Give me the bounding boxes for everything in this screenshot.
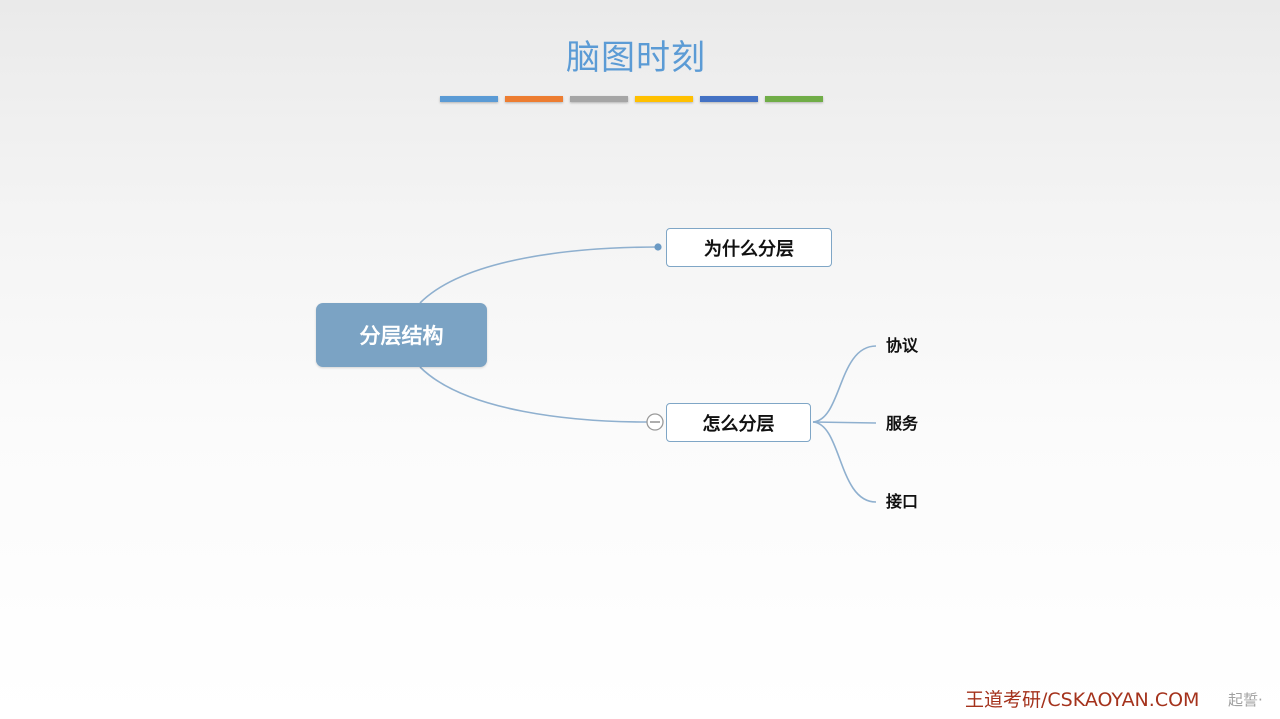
leaf-node-interface: 接口 xyxy=(886,492,919,511)
leaf-node-protocol: 协议 xyxy=(886,336,919,355)
dot-icon xyxy=(654,243,662,251)
connector-how-to-service xyxy=(812,421,877,424)
branch-node-how: 怎么分层 xyxy=(666,403,811,442)
slide-title: 脑图时刻 xyxy=(566,38,706,78)
accent-bar-dark-blue xyxy=(700,96,758,102)
accent-bar-orange xyxy=(505,96,563,102)
collapse-minus-icon xyxy=(646,413,664,431)
connector-root-to-how xyxy=(419,366,648,423)
accent-bar-yellow xyxy=(635,96,693,102)
connector-how-to-protocol xyxy=(812,345,877,423)
accent-bar-green xyxy=(765,96,823,102)
branch-node-how-label: 怎么分层 xyxy=(702,413,775,435)
root-node-label: 分层结构 xyxy=(359,324,444,348)
accent-bars xyxy=(440,96,823,102)
connector-root-to-why xyxy=(419,246,659,304)
branch-node-why-label: 为什么分层 xyxy=(704,238,794,260)
footer-watermark: 起誓· xyxy=(1228,691,1263,709)
accent-bar-blue xyxy=(440,96,498,102)
connector-how-to-interface xyxy=(812,421,877,503)
branch-node-why: 为什么分层 xyxy=(666,228,832,267)
leaf-node-service: 服务 xyxy=(886,414,919,433)
root-node: 分层结构 xyxy=(316,303,487,367)
accent-bar-gray xyxy=(570,96,628,102)
footer-brand: 王道考研/CSKAOYAN.COM xyxy=(965,689,1200,711)
